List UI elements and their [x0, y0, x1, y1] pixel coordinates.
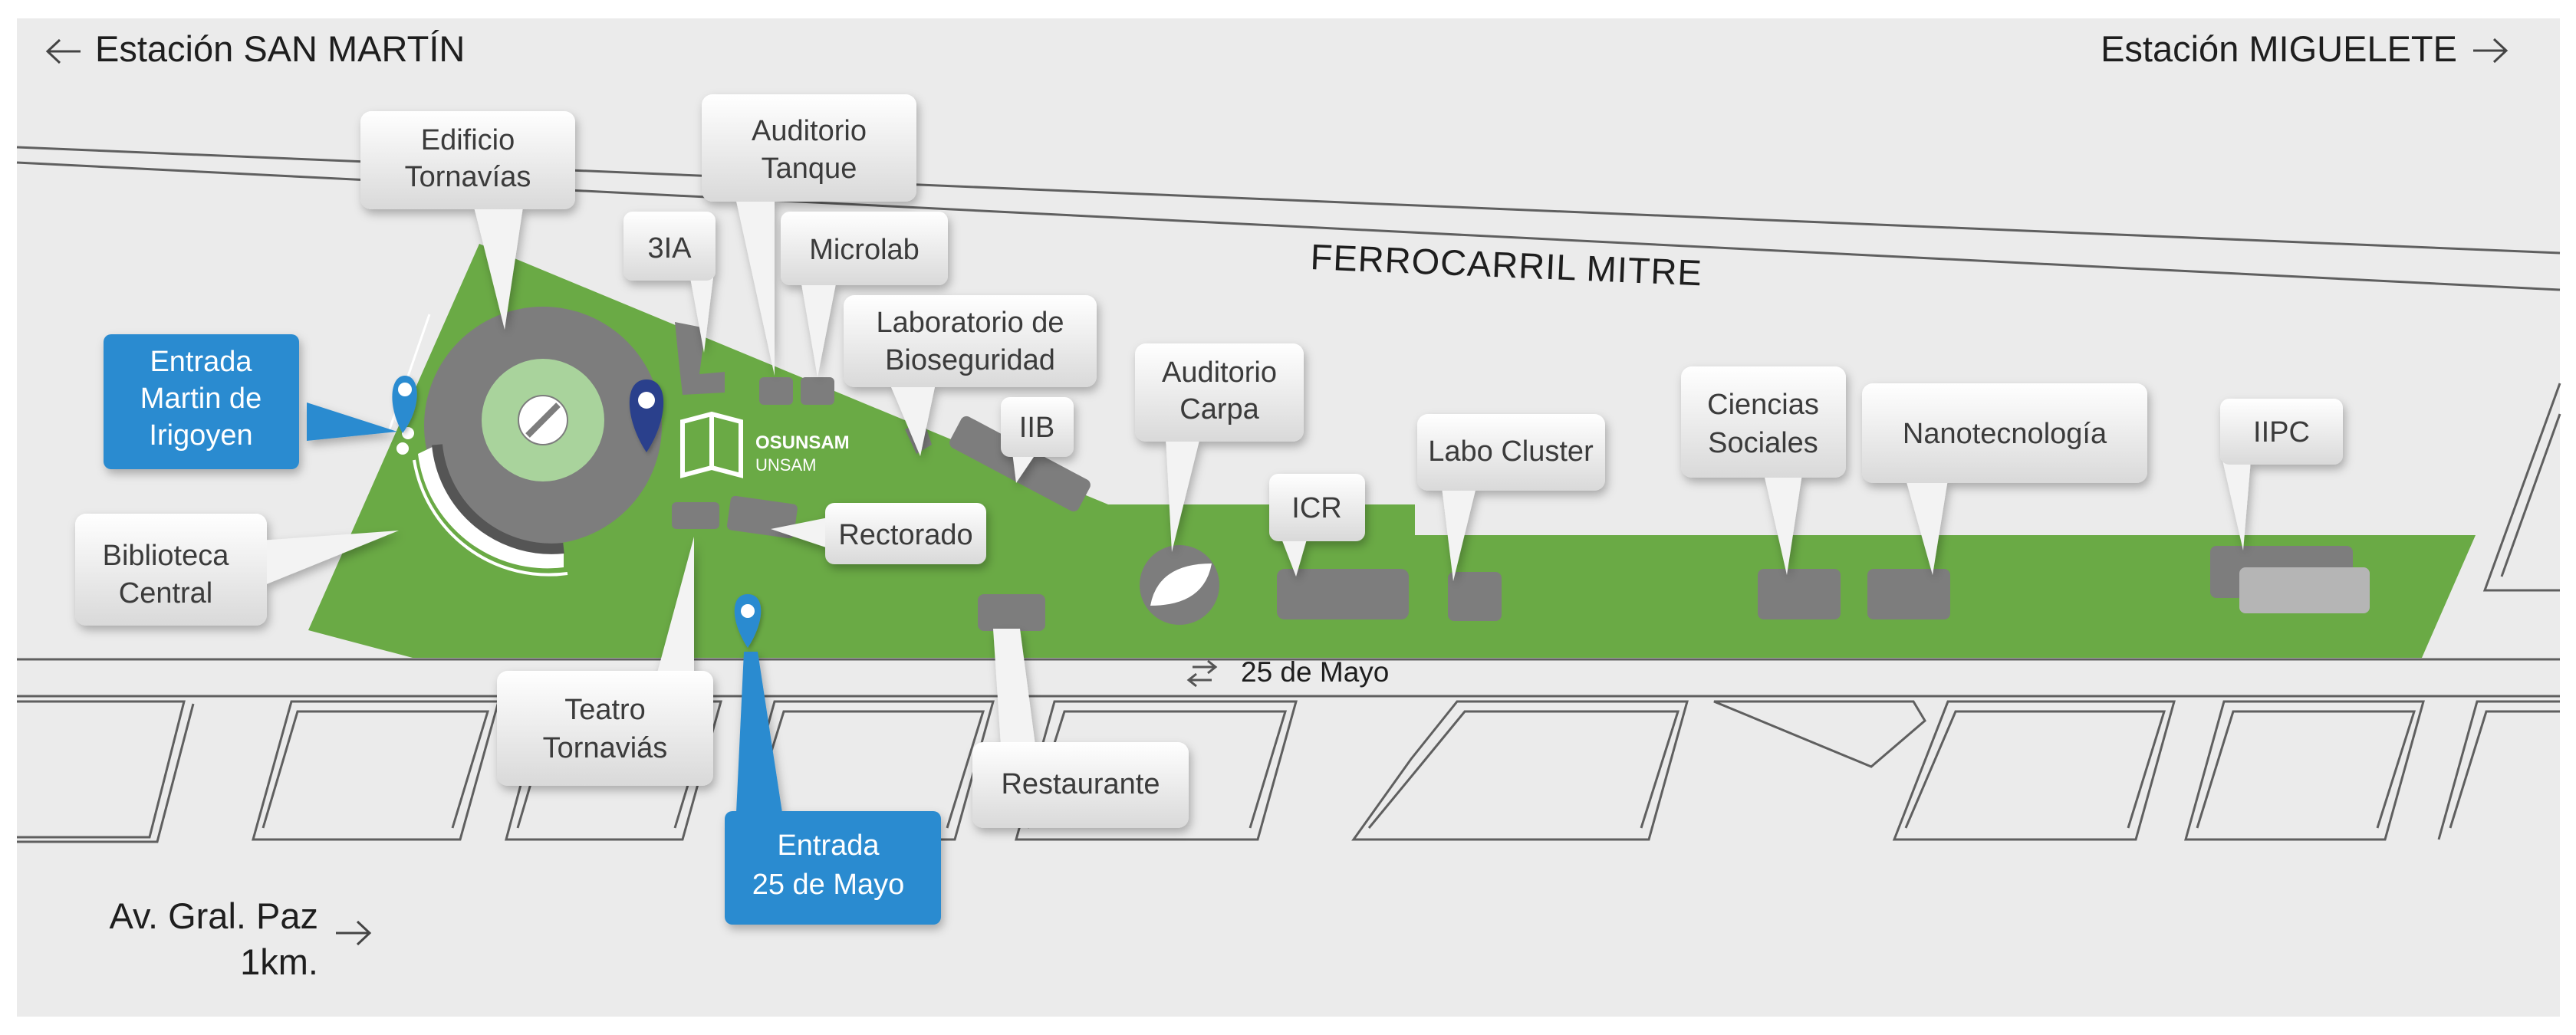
callout-label-line: Biblioteca — [103, 540, 230, 572]
callout-auditorio-carpa[interactable]: Auditorio Carpa — [1135, 343, 1304, 552]
gral-paz-label-line-2[interactable]: 1km. — [240, 941, 318, 982]
callout-ciencias-sociales[interactable]: Ciencias Sociales — [1681, 366, 1846, 575]
callout-label-line: Nanotecnología — [1903, 418, 2107, 450]
callout-label-line: Rectorado — [838, 519, 972, 551]
callout-label-line: Auditorio — [1162, 356, 1277, 389]
swap-arrows-icon — [1186, 659, 1218, 688]
osunsam-logo: OSUNSAM UNSAM — [680, 411, 850, 478]
callout-label-line: Tanque — [762, 153, 857, 185]
callout-label-line: Restaurante — [1001, 768, 1160, 800]
callout-label-line: Irigoyen — [149, 419, 252, 452]
estacion-miguelete-label[interactable]: Estación MIGUELETE — [2101, 28, 2457, 69]
auditorio-carpa-building — [1140, 545, 1219, 625]
callout-label-line: Edificio — [421, 124, 515, 156]
arrow-right-icon[interactable] — [2473, 38, 2509, 64]
iipc-building-top — [2239, 567, 2370, 613]
arrow-right-icon[interactable] — [336, 920, 372, 946]
logo-name: OSUNSAM — [755, 432, 850, 453]
callout-label-line: Bioseguridad — [885, 344, 1055, 376]
callout-label-line: Tornaviás — [543, 732, 668, 764]
logo-sub: UNSAM — [755, 455, 816, 475]
callout-label-line: Laboratorio de — [876, 307, 1064, 339]
road-lines — [17, 383, 2561, 698]
callout-label-line: Carpa — [1179, 393, 1259, 426]
callout-label-line: Entrada — [150, 346, 252, 378]
callout-label-line: IIPC — [2253, 416, 2310, 449]
callout-iib[interactable]: IIB — [1001, 397, 1074, 483]
callout-label-line: Sociales — [1708, 427, 1818, 459]
callout-label-line: ICR — [1291, 492, 1341, 524]
callout-restaurante[interactable]: Restaurante — [972, 629, 1189, 828]
callout-label-line: Tornavías — [405, 161, 531, 193]
callout-nanotecnologia[interactable]: Nanotecnología — [1862, 383, 2147, 575]
callout-label-line: 3IA — [647, 232, 692, 264]
map-pin-icon[interactable] — [734, 594, 762, 648]
callout-entrada-martin-irigoyen[interactable]: Entrada Martin de Irigoyen — [104, 334, 397, 469]
callout-biblioteca-central[interactable]: Biblioteca Central — [75, 514, 399, 626]
callout-label-line: Central — [119, 577, 213, 610]
gral-paz-label-line-1[interactable]: Av. Gral. Paz — [109, 895, 318, 936]
callout-label-line: Auditorio — [752, 115, 867, 147]
callout-auditorio-tanque[interactable]: Auditorio Tanque — [702, 94, 916, 376]
map-pin-icon[interactable] — [392, 376, 417, 433]
callout-edificio-tornavias[interactable]: Edificio Tornavías — [360, 111, 575, 330]
estacion-san-martin-label[interactable]: Estación SAN MARTÍN — [95, 28, 466, 69]
callout-label-line: Ciencias — [1707, 389, 1819, 421]
callout-rectorado[interactable]: Rectorado — [771, 503, 986, 564]
map-pin-icon[interactable] — [629, 380, 664, 452]
edificio-tornavias-building — [413, 307, 662, 577]
callout-label-line: Martin de — [140, 383, 262, 415]
callout-entrada-25-de-mayo[interactable]: Entrada 25 de Mayo — [725, 652, 941, 925]
arrow-left-icon[interactable] — [45, 38, 81, 64]
callout-icr[interactable]: ICR — [1269, 474, 1365, 577]
callout-laboratorio-bioseguridad[interactable]: Laboratorio de Bioseguridad — [844, 295, 1097, 456]
callout-label-line: Teatro — [564, 694, 646, 726]
callout-iipc[interactable]: IIPC — [2220, 399, 2343, 550]
callout-label-line: Entrada — [777, 830, 880, 862]
callout-3ia[interactable]: 3IA — [623, 212, 716, 353]
callout-microlab[interactable]: Microlab — [781, 212, 948, 377]
street-name: 25 de Mayo — [1241, 656, 1390, 688]
book-icon — [680, 411, 743, 478]
callout-label-line: Labo Cluster — [1428, 435, 1594, 468]
callout-label-line: 25 de Mayo — [752, 869, 905, 901]
callout-labo-cluster[interactable]: Labo Cluster — [1417, 414, 1605, 581]
callout-label-line: IIB — [1019, 412, 1054, 444]
callout-teatro-tornavias[interactable]: Teatro Tornaviás — [497, 537, 713, 786]
callout-label-line: Microlab — [809, 234, 920, 266]
